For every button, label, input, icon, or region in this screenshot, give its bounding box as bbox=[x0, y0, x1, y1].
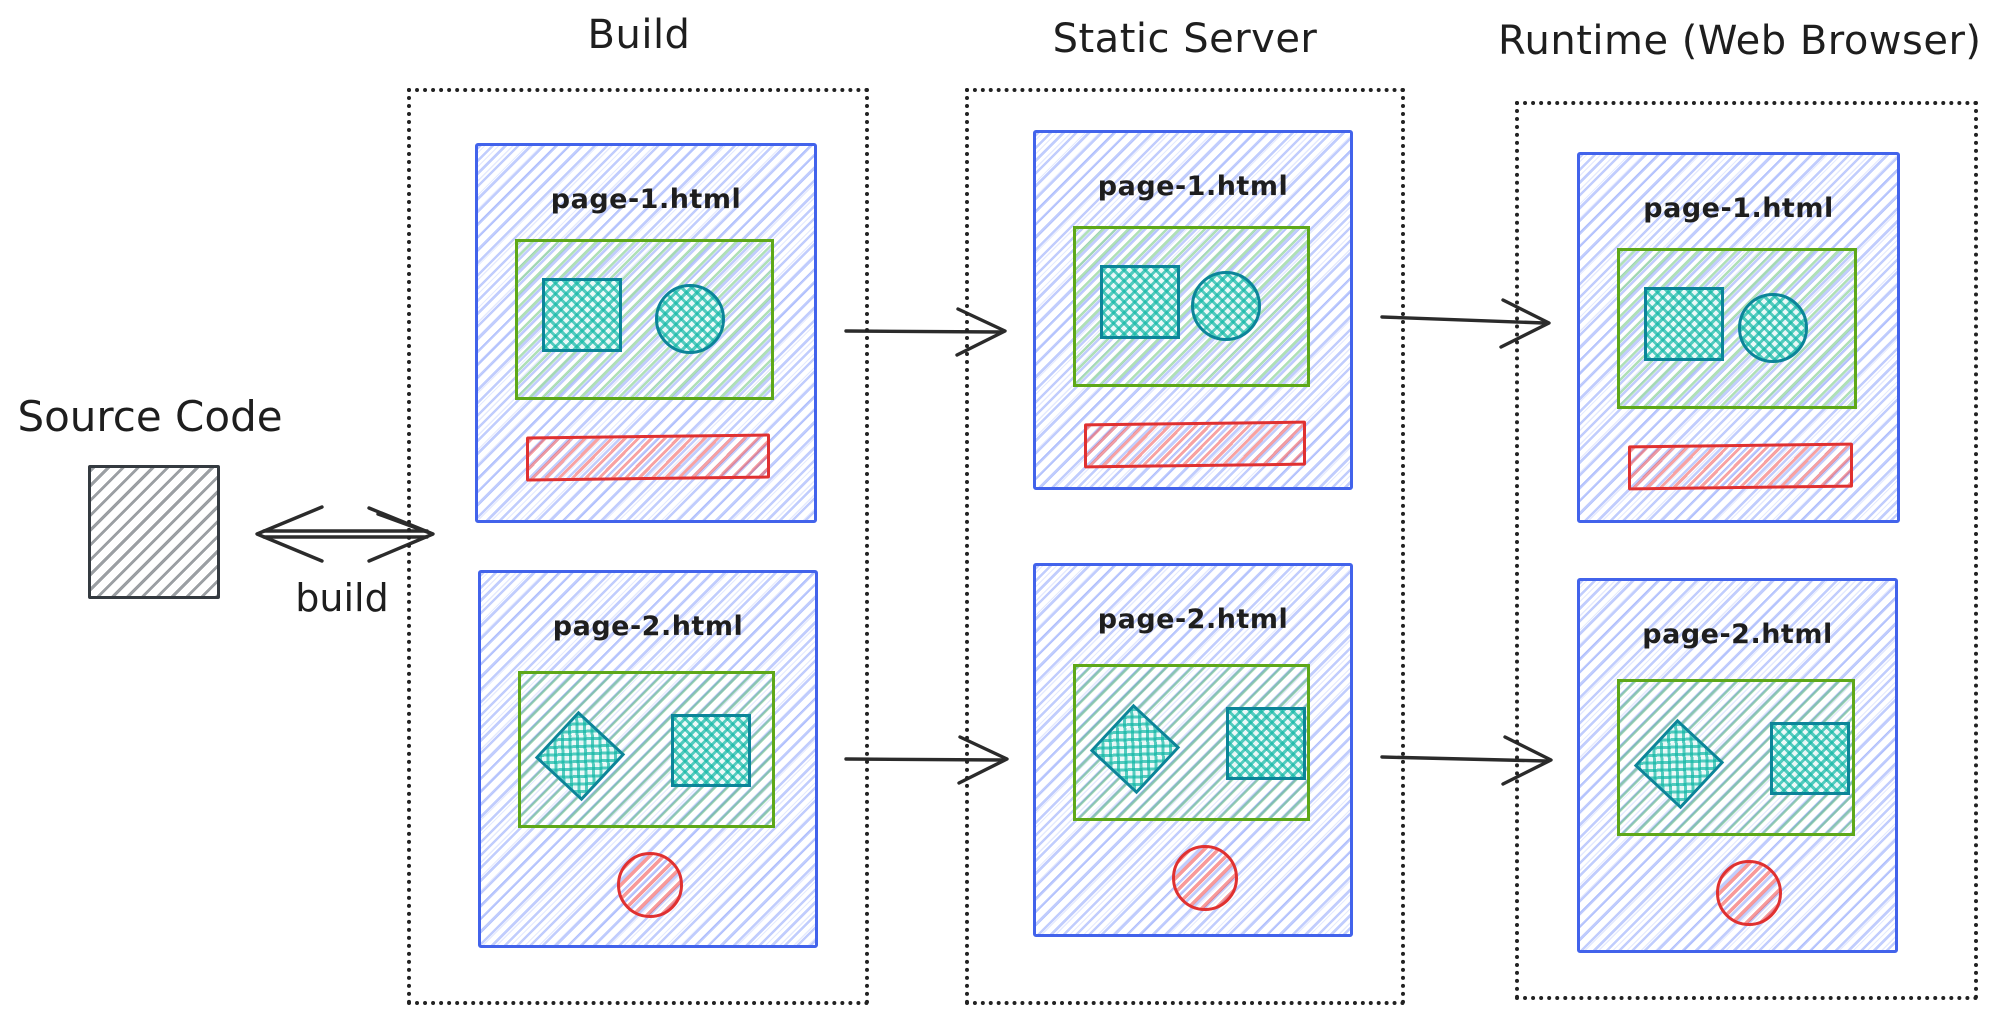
build-page-2-card: page-2.html bbox=[478, 570, 818, 948]
teal-circle bbox=[1738, 293, 1808, 363]
red-bar bbox=[1084, 420, 1306, 469]
green-content-box bbox=[518, 671, 775, 828]
green-content-box bbox=[1617, 248, 1857, 409]
teal-square bbox=[1226, 707, 1306, 780]
build-page-1-card: page-1.html bbox=[475, 143, 817, 523]
build-arrow-label: build bbox=[295, 576, 389, 620]
page-title: page-1.html bbox=[550, 184, 742, 215]
teal-diamond bbox=[1089, 703, 1181, 795]
build-arrow-head-left bbox=[255, 505, 324, 563]
red-bar bbox=[526, 433, 770, 482]
page-title: page-2.html bbox=[1097, 604, 1289, 635]
teal-square bbox=[542, 278, 622, 352]
red-circle bbox=[1716, 860, 1782, 926]
teal-circle bbox=[655, 284, 725, 354]
teal-diamond bbox=[1633, 718, 1725, 810]
page-title: page-2.html bbox=[1642, 619, 1833, 650]
teal-square bbox=[1770, 722, 1850, 795]
teal-diamond bbox=[534, 710, 626, 802]
green-content-box bbox=[1073, 226, 1310, 387]
teal-square bbox=[1644, 287, 1724, 361]
page-title: page-2.html bbox=[552, 611, 744, 642]
teal-square bbox=[1100, 265, 1180, 339]
static-server-stage-container bbox=[965, 88, 1405, 1005]
red-bar bbox=[1628, 442, 1853, 491]
source-code-label: Source Code bbox=[17, 392, 283, 441]
stage-title-runtime: Runtime (Web Browser) bbox=[1498, 18, 1982, 64]
green-content-box bbox=[515, 239, 774, 400]
server-page-1-card: page-1.html bbox=[1033, 130, 1353, 490]
page-title: page-1.html bbox=[1643, 193, 1834, 224]
runtime-stage-container bbox=[1515, 101, 1978, 1000]
server-page-2-card: page-2.html bbox=[1033, 563, 1353, 937]
runtime-page-2-card: page-2.html bbox=[1577, 578, 1898, 953]
runtime-page-1-card: page-1.html bbox=[1577, 152, 1900, 523]
red-circle bbox=[1172, 845, 1238, 911]
teal-circle bbox=[1191, 271, 1261, 341]
build-stage-container bbox=[407, 88, 869, 1005]
stage-title-build: Build bbox=[587, 12, 691, 58]
stage-title-static-server: Static Server bbox=[1052, 16, 1318, 62]
red-circle bbox=[617, 852, 683, 918]
teal-square bbox=[671, 714, 751, 787]
source-code-box bbox=[88, 465, 220, 599]
page-title: page-1.html bbox=[1097, 171, 1289, 202]
green-content-box bbox=[1617, 679, 1855, 836]
green-content-box bbox=[1073, 664, 1310, 821]
